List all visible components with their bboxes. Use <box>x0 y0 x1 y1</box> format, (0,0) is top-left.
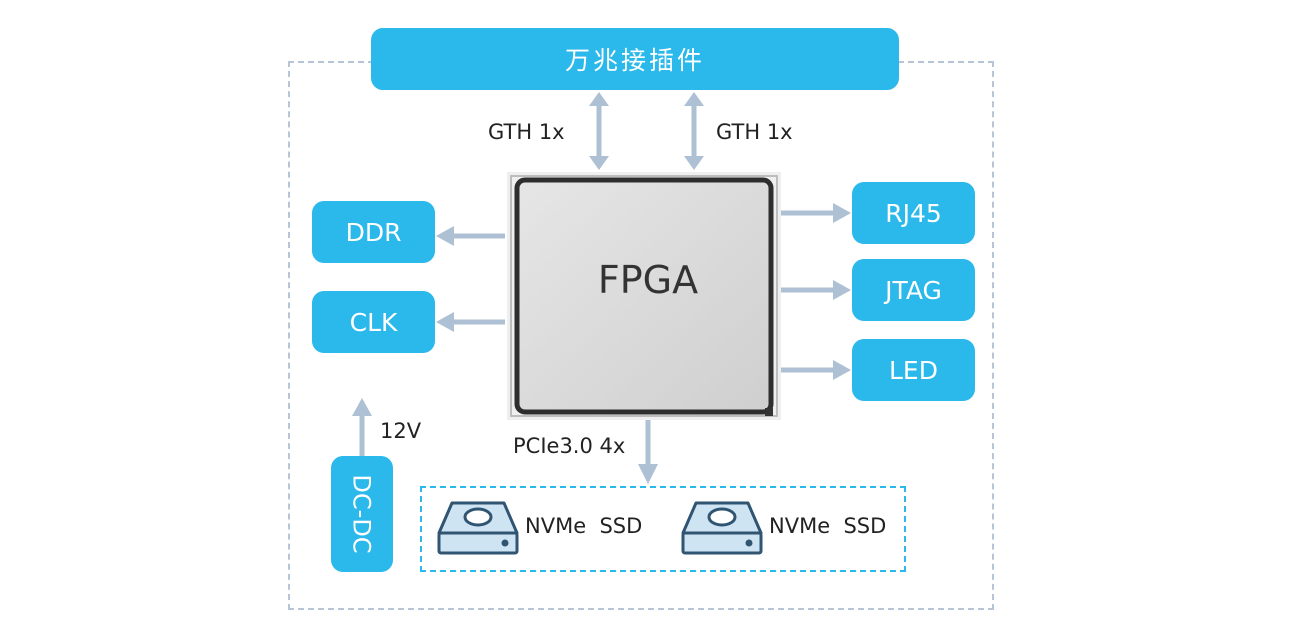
fpga-chip <box>507 172 781 420</box>
rj45-block: RJ45 <box>852 182 975 244</box>
gth-left-label: GTH 1x <box>488 120 565 144</box>
gth-right-label: GTH 1x <box>716 120 793 144</box>
led-label: LED <box>889 355 938 385</box>
clk-block: CLK <box>312 291 435 353</box>
dc-dc-label: DC-DC <box>348 474 377 554</box>
ssd-label: NVMe SSD <box>769 514 887 538</box>
dc-dc-block: DC-DC <box>331 456 393 572</box>
rj45-label: RJ45 <box>885 198 942 228</box>
power-arrow <box>352 398 372 456</box>
ddr-block: DDR <box>312 201 435 263</box>
gth-right-arrow <box>684 92 704 170</box>
connector-label: 万兆接插件 <box>564 46 705 75</box>
jtag-arrow <box>780 280 851 300</box>
pcie-label: PCIe3.0 4x <box>513 434 626 458</box>
ddr-arrow <box>436 226 505 246</box>
storage-zone <box>420 486 906 572</box>
jtag-block: JTAG <box>852 259 975 321</box>
pcie-arrow <box>638 420 658 484</box>
ssd-drive-icon <box>681 501 763 555</box>
fpga-label: FPGA <box>597 258 699 302</box>
jtag-label: JTAG <box>885 275 942 305</box>
rj45-arrow <box>780 203 851 223</box>
ten-gigabit-connector-block: 万兆接插件 <box>371 28 899 90</box>
voltage-label: 12V <box>380 419 422 443</box>
led-block: LED <box>852 339 975 401</box>
ssd-drive-icon <box>437 501 519 555</box>
clk-arrow <box>436 312 505 332</box>
clk-label: CLK <box>349 307 398 337</box>
ssd-label: NVMe SSD <box>525 514 643 538</box>
led-arrow <box>780 360 851 380</box>
gth-left-arrow <box>589 92 609 170</box>
ddr-label: DDR <box>345 217 402 247</box>
